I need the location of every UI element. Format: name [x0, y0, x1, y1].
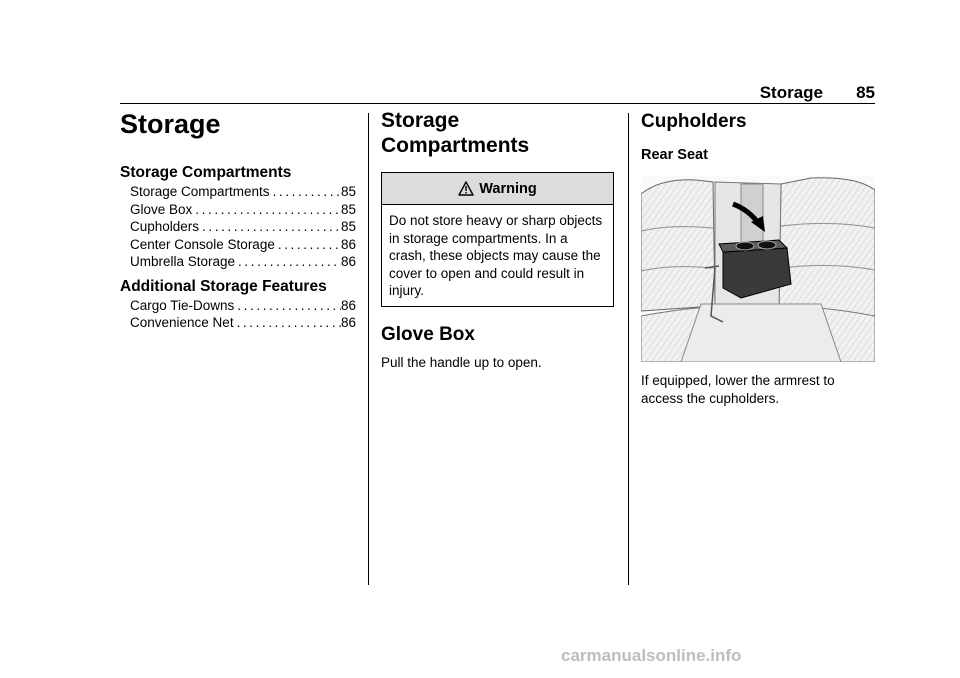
- rear-seat-subheading: Rear Seat: [641, 147, 708, 163]
- cupholders-caption: If equipped, lower the armrest to access…: [641, 373, 835, 406]
- warning-text: Do not store heavy or sharp objects in s…: [389, 213, 603, 298]
- cupholders-heading: Cupholders: [641, 111, 747, 132]
- chapter-contents-column: Storage Storage Compartments Storage Com…: [120, 108, 356, 332]
- toc-item-center-console-storage[interactable]: Center Console Storage .................…: [130, 236, 356, 252]
- toc-item-cupholders[interactable]: Cupholders .............................…: [130, 219, 356, 234]
- storage-compartments-column: Storage Compartments Warning Do not stor…: [381, 108, 614, 371]
- warning-label: Warning: [479, 180, 537, 197]
- toc-group-heading: Storage Compartments: [120, 164, 292, 181]
- cupholders-column: Cupholders Rear Seat: [641, 110, 875, 407]
- toc-group-heading: Additional Storage Features: [120, 277, 327, 295]
- glove-box-heading: Glove Box: [381, 323, 475, 345]
- column-divider-left: [368, 113, 369, 585]
- warning-icon: [458, 181, 474, 196]
- rear-seat-armrest-cupholder-illustration: [641, 176, 875, 362]
- toc-item-convenience-net[interactable]: Convenience Net ........................…: [130, 315, 356, 330]
- toc-item-cargo-tie-downs[interactable]: Cargo Tie-Downs ........................…: [130, 297, 356, 313]
- page-header: Storage 85: [120, 80, 875, 104]
- header-page-number: 85: [856, 83, 875, 102]
- chapter-title: Storage: [120, 109, 221, 139]
- section-title: Storage Compartments: [381, 109, 530, 157]
- toc-item-umbrella-storage[interactable]: Umbrella Storage .......................…: [130, 254, 356, 269]
- toc-item-glove-box[interactable]: Glove Box ..............................…: [130, 201, 356, 217]
- glove-box-text: Pull the handle up to open.: [381, 354, 542, 370]
- warning-box: Warning Do not store heavy or sharp obje…: [381, 172, 614, 307]
- column-divider-right: [628, 113, 629, 585]
- watermark: carmanualsonline.info: [561, 646, 742, 665]
- warning-header: Warning: [382, 173, 613, 205]
- toc-item-storage-compartments[interactable]: Storage Compartments ...................…: [130, 184, 356, 199]
- header-section-title: Storage: [759, 83, 823, 102]
